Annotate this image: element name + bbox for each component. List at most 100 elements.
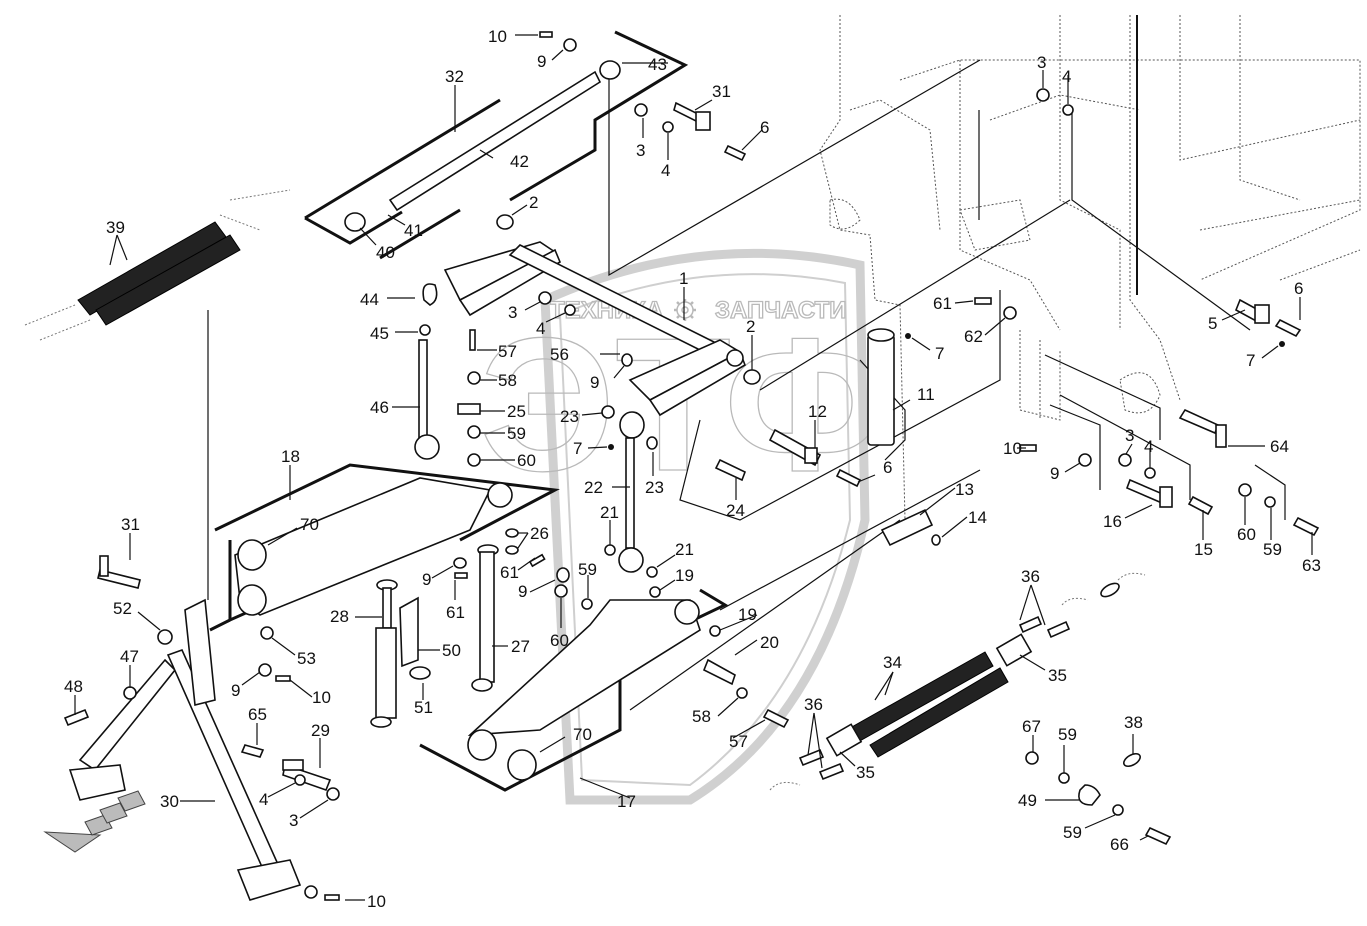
callout-label: 56 xyxy=(550,345,569,364)
diagram-line xyxy=(813,712,823,769)
guard-50 xyxy=(399,596,419,668)
clamp-51 xyxy=(409,666,431,680)
a-frame-30-left-leg xyxy=(78,658,177,772)
callout-label: 60 xyxy=(517,451,536,470)
callout-label: 59 xyxy=(1063,823,1082,842)
diagram-path xyxy=(719,469,981,611)
diagram-path xyxy=(769,572,1146,791)
diagram-path xyxy=(24,189,291,341)
lower-arm-18 xyxy=(234,477,492,616)
nut-60-b xyxy=(1238,483,1252,497)
callout-label: 30 xyxy=(160,792,179,811)
grease-nipple-7-c xyxy=(1279,341,1285,347)
diagram-path xyxy=(304,98,501,220)
callout-label: 9 xyxy=(1050,464,1059,483)
diagram-path xyxy=(989,94,1141,121)
bushing-5-plate xyxy=(1254,304,1270,324)
pin-10-top xyxy=(539,31,553,38)
diagram-line xyxy=(299,799,329,819)
diagram-line xyxy=(874,671,894,701)
callout-label: 3 xyxy=(1125,426,1134,445)
diagram-g xyxy=(674,299,696,321)
diagram-line xyxy=(1125,443,1133,455)
diagram-line xyxy=(1084,814,1116,829)
callout-label: 47 xyxy=(120,647,139,666)
diagram-line xyxy=(1139,835,1149,841)
diagram-path xyxy=(679,290,1001,521)
spacer-47 xyxy=(123,686,137,700)
bracket-1-front-plate xyxy=(648,350,746,417)
bolt-66 xyxy=(1144,826,1172,846)
callout-label: 64 xyxy=(1270,437,1289,456)
diagram-path xyxy=(1179,15,1361,161)
diagram-line xyxy=(267,527,298,546)
diagram-line xyxy=(659,579,676,591)
a-frame-30-bracket xyxy=(184,598,216,706)
washer-59-a xyxy=(467,425,481,439)
washer-58-b xyxy=(736,687,748,699)
diagram-path xyxy=(43,831,102,853)
callout-label: 4 xyxy=(536,319,545,338)
spring-34-b xyxy=(869,667,1009,758)
arm-17-eye xyxy=(467,729,497,761)
callout-label: 45 xyxy=(370,324,389,343)
callout-label: 59 xyxy=(1263,540,1282,559)
cylinder-28-bottom xyxy=(370,716,392,728)
diagram-line xyxy=(517,532,529,549)
diagram-line xyxy=(1221,309,1246,321)
callout-label: 31 xyxy=(121,515,140,534)
diagram-path xyxy=(509,30,689,202)
pin-61-b xyxy=(528,553,546,568)
plate-13 xyxy=(880,508,934,547)
rod-46-eye xyxy=(414,434,440,460)
strut-27-bottom xyxy=(471,678,493,692)
nut-3-b xyxy=(538,291,552,305)
nut-67 xyxy=(1025,751,1039,765)
diagram-path xyxy=(759,199,1071,391)
bolt-65 xyxy=(240,744,265,758)
diagram-line xyxy=(517,557,536,571)
pin-61-c xyxy=(454,572,468,579)
link-22-bottom-eye xyxy=(618,547,644,573)
direction-arrow-icon xyxy=(43,790,146,853)
cylinder-28-rod xyxy=(382,587,392,629)
diagram-line xyxy=(137,611,161,631)
callout-label: 10 xyxy=(312,688,331,707)
callout-label: 6 xyxy=(1294,279,1303,298)
diagram-path xyxy=(209,618,231,632)
callout-label: 60 xyxy=(550,631,569,650)
bolt-57-b xyxy=(762,708,790,729)
callout-label: 6 xyxy=(760,118,769,137)
diagram-line xyxy=(884,671,894,696)
ring-23-a xyxy=(601,405,615,419)
callout-label: 42 xyxy=(510,152,529,171)
pin-64-plate xyxy=(1215,424,1227,448)
pin-31-b-plate xyxy=(99,555,109,577)
diagram-line xyxy=(587,446,608,449)
diagram-circle xyxy=(681,306,689,314)
callout-label: 31 xyxy=(712,82,731,101)
diagram-line xyxy=(551,49,564,61)
callout-label: 3 xyxy=(636,141,645,160)
pin-31-plate xyxy=(695,111,711,131)
pin-29 xyxy=(282,763,332,792)
callout-labels: 10 9 43 32 42 31 3 4 6 39 41 40 2 44 45 … xyxy=(64,27,1321,911)
diagram-path xyxy=(608,59,981,277)
diagram-path xyxy=(1059,15,1121,330)
callout-label: 17 xyxy=(617,792,636,811)
pin-64 xyxy=(1178,408,1220,435)
bracket-35-b xyxy=(995,633,1033,667)
diagram-line xyxy=(1019,584,1032,621)
diagram-line xyxy=(116,234,128,261)
strut-27 xyxy=(479,551,495,683)
callout-label: 43 xyxy=(648,55,667,74)
gear-icon xyxy=(674,299,696,321)
a-frame-30-right-leg xyxy=(166,648,287,886)
ring-23-b xyxy=(646,436,658,450)
washer-58-a xyxy=(467,371,481,385)
callout-label: 23 xyxy=(560,407,579,426)
nut-45 xyxy=(419,324,431,336)
diagram-path xyxy=(1071,113,1251,331)
diagram-line xyxy=(359,227,377,246)
